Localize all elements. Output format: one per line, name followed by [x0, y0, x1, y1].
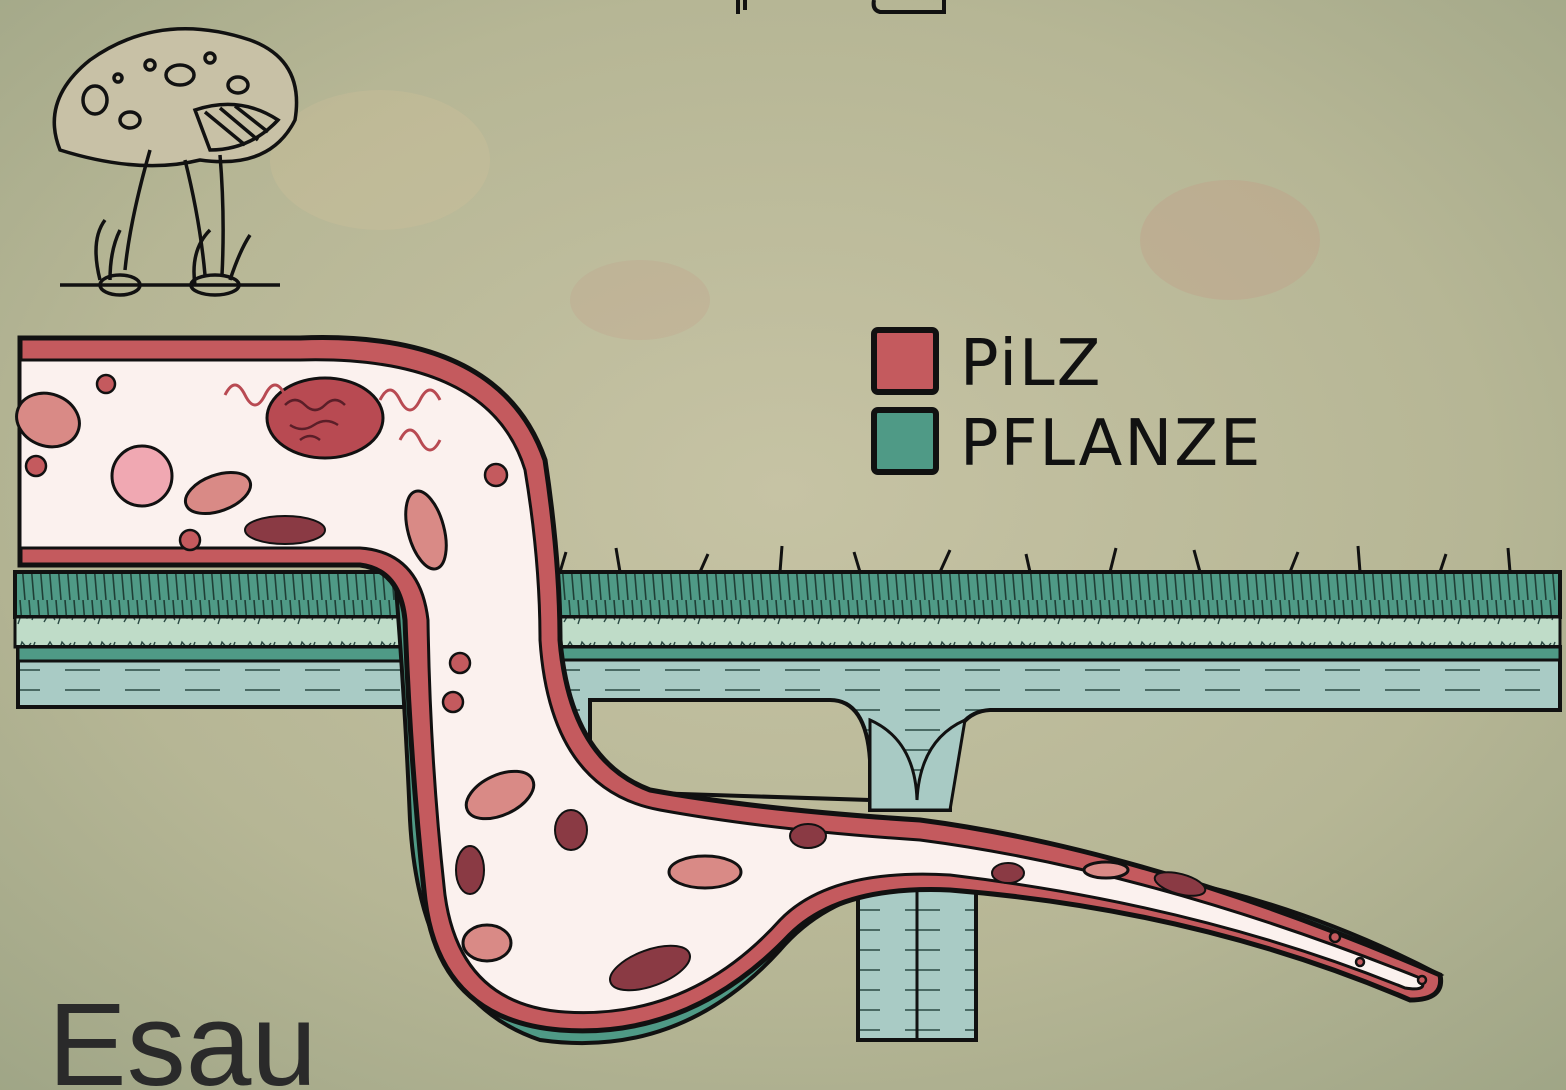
legend-label-pilz: PiLZ [960, 327, 1102, 401]
plant-mesophyll-right [540, 617, 1560, 647]
golgi-body [555, 810, 587, 850]
vesicle [180, 530, 200, 550]
plant-vascular-left-rim [18, 647, 408, 661]
legend-swatch-pflanze [874, 410, 936, 472]
fungal-nucleus [267, 378, 383, 458]
background-blot [570, 260, 710, 340]
fungal-vacuole [112, 446, 172, 506]
vesicle [1330, 932, 1340, 942]
mitochondrion [463, 925, 511, 961]
vesicle [485, 464, 507, 486]
mitochondrion [669, 856, 741, 888]
vesicle [1418, 976, 1426, 984]
golgi-body [992, 863, 1024, 883]
vesicle [97, 375, 115, 393]
plant-mesophyll-left [15, 617, 405, 647]
mitochondrion [1084, 862, 1128, 878]
legend-swatch-pilz [874, 330, 936, 392]
caption-text: Esau [48, 979, 317, 1090]
vesicle [450, 653, 470, 673]
golgi-body [790, 824, 826, 848]
vesicle [26, 456, 46, 476]
vesicle [1356, 958, 1364, 966]
background-blot [270, 90, 490, 230]
plant-epidermis-left [15, 572, 405, 617]
plant-vascular-right-rim [555, 647, 1560, 660]
vesicle [443, 692, 463, 712]
plant-epidermis-right [540, 572, 1560, 617]
background-blot [1140, 180, 1320, 300]
legend-label-pflanze: PFLANZE [960, 407, 1262, 481]
golgi-body [245, 516, 325, 544]
golgi-body [456, 846, 484, 894]
